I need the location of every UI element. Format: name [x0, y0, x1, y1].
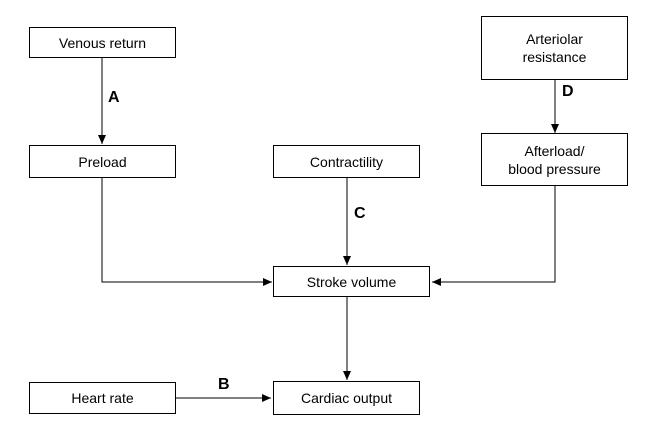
stroke-volume-box: Stroke volume — [273, 266, 430, 297]
heart-rate-label: Heart rate — [71, 390, 134, 406]
edge-label-d: D — [562, 83, 574, 100]
arrow-preload-to-stroke — [101, 178, 272, 286]
venous-return-box: Venous return — [29, 27, 176, 58]
afterload-box: Afterload/ blood pressure — [481, 133, 628, 186]
cardiac-output-box: Cardiac output — [273, 381, 420, 415]
preload-box: Preload — [29, 145, 176, 178]
arteriolar-resistance-box: Arteriolar resistance — [481, 16, 628, 80]
heart-rate-box: Heart rate — [29, 382, 176, 414]
arteriolar-resistance-label: Arteriolar resistance — [522, 31, 587, 65]
cardiac-output-label: Cardiac output — [300, 390, 393, 406]
contractility-label: Contractility — [309, 153, 384, 170]
preload-label: Preload — [78, 153, 127, 170]
venous-return-label: Venous return — [58, 34, 147, 51]
edge-label-a: A — [108, 89, 120, 106]
edge-label-c: C — [354, 205, 366, 222]
arrow-afterload-to-stroke — [432, 185, 556, 286]
edge-label-b: B — [218, 376, 230, 393]
afterload-label: Afterload/ blood pressure — [508, 142, 601, 177]
contractility-box: Contractility — [273, 145, 420, 178]
stroke-volume-label: Stroke volume — [306, 273, 397, 290]
